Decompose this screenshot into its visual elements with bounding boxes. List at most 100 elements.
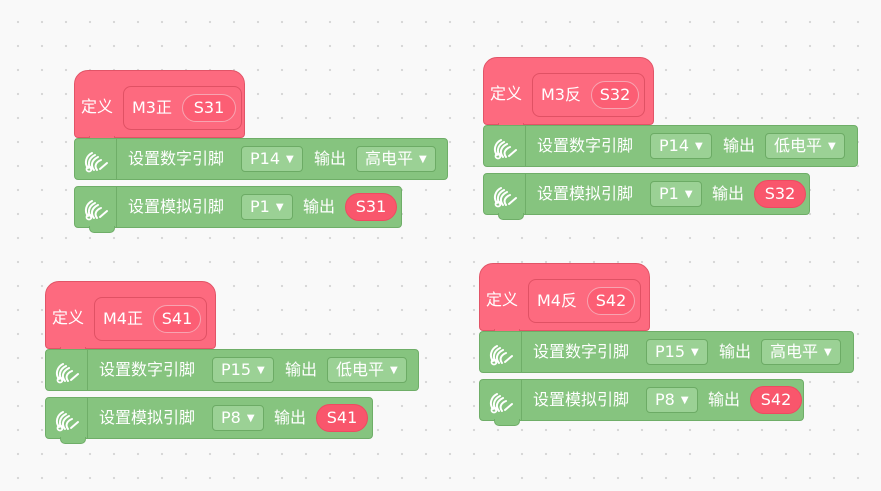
stack-connector (60, 437, 86, 444)
pins-icon-wrap (480, 380, 522, 420)
level-dropdown[interactable]: 低电平 ▼ (765, 133, 845, 159)
pin-value: P8 (655, 390, 675, 409)
pins-icon-wrap (75, 187, 117, 227)
pin-value: P14 (250, 149, 281, 168)
procedure-name: M3反 (541, 85, 581, 104)
procedure-name: M4反 (537, 291, 577, 310)
pins-icon-wrap (46, 398, 88, 438)
pins-icon (55, 363, 79, 384)
pins-icon-wrap (484, 174, 526, 214)
output-label: 输出 (712, 184, 745, 203)
statement-label: 设置模拟引脚 (533, 390, 630, 409)
dropdown-arrow-icon: ▼ (695, 140, 703, 152)
pins-icon (489, 393, 513, 414)
analog-write-block[interactable]: 设置模拟引脚 P1▼ 输出 S32 (483, 173, 810, 220)
dropdown-arrow-icon: ▼ (824, 346, 832, 358)
procedure-name: M4正 (103, 309, 143, 328)
analog-write-block[interactable]: 设置模拟引脚 P8 ▼ 输出 S42 (479, 379, 804, 426)
stack-connector (498, 213, 524, 220)
define-hat[interactable]: 定义 M4正 S41 (45, 281, 216, 354)
define-keyword: 定义 (52, 308, 85, 327)
pin-value: P14 (659, 136, 690, 155)
pin-dropdown[interactable]: P15 ▼ (212, 357, 274, 383)
pin-dropdown[interactable]: P8 ▼ (212, 405, 264, 431)
statement-label: 设置数字引脚 (533, 342, 630, 361)
pins-icon-wrap (46, 350, 88, 390)
statement-label: 设置数字引脚 (537, 136, 634, 155)
analog-write-block[interactable]: 设置模拟引脚 P1▼ 输出 S31 (74, 186, 402, 233)
statement-label: 设置模拟引脚 (537, 184, 634, 203)
pins-icon (489, 345, 513, 366)
pins-icon-wrap (480, 332, 522, 372)
procedure-prototype[interactable]: M3反 S32 (532, 73, 645, 117)
analog-write-block[interactable]: 设置模拟引脚 P8▼ 输出 S41 (45, 397, 373, 444)
level-value: 高电平 (770, 342, 819, 361)
pin-dropdown[interactable]: P1▼ (650, 181, 702, 207)
digital-write-block[interactable]: 设置数字引脚 P15▼ 输出 低电平▼ (45, 349, 419, 391)
dropdown-arrow-icon: ▼ (680, 394, 689, 406)
digital-write-block[interactable]: 设置数字引脚 P14 ▼ 输出 低电平 ▼ (483, 125, 858, 167)
define-hat[interactable]: 定义 M4反 S42 (479, 263, 650, 336)
param-pill[interactable]: S41 (153, 305, 201, 333)
level-value: 低电平 (774, 136, 823, 155)
param-reporter[interactable]: S31 (345, 193, 397, 221)
pins-icon (84, 152, 108, 173)
define-hat[interactable]: 定义 M3正 S31 (74, 70, 245, 143)
param-pill[interactable]: S32 (591, 81, 639, 109)
define-keyword: 定义 (490, 84, 523, 103)
dropdown-arrow-icon: ▼ (828, 140, 836, 152)
procedure-prototype[interactable]: M3正 S31 (123, 86, 242, 130)
output-label: 输出 (723, 136, 756, 155)
dropdown-arrow-icon: ▼ (691, 346, 699, 358)
output-label: 输出 (719, 342, 752, 361)
pin-dropdown[interactable]: P14 ▼ (241, 146, 303, 172)
dropdown-arrow-icon: ▼ (419, 153, 427, 165)
param-reporter[interactable]: S42 (750, 386, 802, 414)
output-label: 输出 (303, 197, 336, 216)
pin-dropdown[interactable]: P15 ▼ (646, 339, 708, 365)
digital-write-block[interactable]: 设置数字引脚 P14 ▼ 输出 高电平 ▼ (74, 138, 448, 180)
output-label: 输出 (285, 360, 318, 379)
pin-dropdown[interactable]: P14 ▼ (650, 133, 712, 159)
param-reporter[interactable]: S41 (316, 404, 368, 432)
pin-dropdown[interactable]: P8 ▼ (646, 387, 698, 413)
output-label: 输出 (314, 149, 347, 168)
pins-icon-wrap (484, 126, 526, 166)
dropdown-arrow-icon: ▼ (286, 153, 294, 165)
digital-write-block[interactable]: 设置数字引脚 P15 ▼ 输出 高电平 ▼ (479, 331, 854, 373)
output-label: 输出 (708, 390, 741, 409)
statement-label: 设置数字引脚 (128, 149, 225, 168)
pins-icon (493, 139, 517, 160)
pins-icon (84, 200, 108, 221)
pin-value: P1 (659, 184, 679, 203)
pins-icon (55, 411, 79, 432)
procedure-prototype[interactable]: M4反 S42 (528, 279, 641, 323)
dropdown-arrow-icon: ▼ (275, 201, 284, 213)
statement-label: 设置模拟引脚 (99, 408, 196, 427)
pin-dropdown[interactable]: P1 ▼ (241, 194, 293, 220)
dropdown-arrow-icon: ▼ (257, 364, 265, 376)
define-keyword: 定义 (81, 97, 114, 116)
stack-connector (494, 419, 520, 426)
procedure-prototype[interactable]: M4正 S41 (94, 297, 207, 341)
level-value: 高电平 (365, 149, 414, 168)
level-dropdown[interactable]: 低电平 ▼ (327, 357, 407, 383)
param-reporter[interactable]: S32 (754, 180, 806, 208)
pins-icon-wrap (75, 139, 117, 179)
dropdown-arrow-icon: ▼ (390, 364, 398, 376)
define-keyword: 定义 (486, 290, 519, 309)
dropdown-arrow-icon: ▼ (246, 412, 255, 424)
pin-value: P15 (221, 360, 252, 379)
pin-value: P15 (655, 342, 686, 361)
level-dropdown[interactable]: 高电平 ▼ (356, 146, 436, 172)
param-pill[interactable]: S42 (587, 287, 635, 315)
pin-value: P8 (221, 408, 241, 427)
stack-connector (89, 226, 115, 233)
define-hat[interactable]: 定义 M3反 S32 (483, 57, 654, 130)
level-dropdown[interactable]: 高电平 ▼ (761, 339, 841, 365)
pins-icon (493, 187, 517, 208)
procedure-name: M3正 (132, 98, 172, 117)
param-pill[interactable]: S31 (182, 94, 236, 122)
level-value: 低电平 (336, 360, 385, 379)
pin-value: P1 (250, 197, 270, 216)
